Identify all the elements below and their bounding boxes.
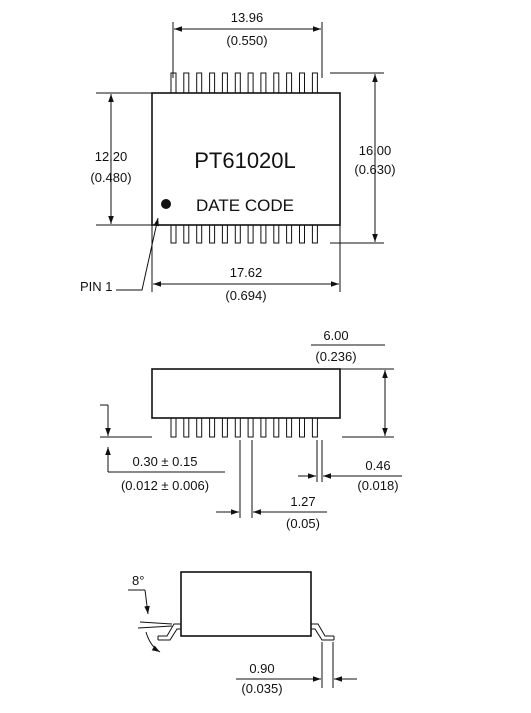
pin-top (299, 72, 305, 94)
pin-top (196, 72, 203, 94)
dim-width-mm: 13.96 (231, 10, 264, 25)
dim-lead-width-mm: 0.46 (365, 458, 390, 473)
bottom-pin-row (170, 224, 318, 244)
dim-standoff-in: (0.012 ± 0.006) (121, 478, 209, 493)
pin-bottom (311, 224, 318, 244)
pin-bottom (260, 224, 267, 244)
pin-bottom (299, 224, 305, 244)
pin-top (286, 72, 293, 94)
pin1-label: PIN 1 (80, 279, 113, 294)
dim-pitch-in: (0.05) (286, 516, 320, 531)
angle-label: 8° (132, 573, 144, 588)
dim-pitch-mm: 1.27 (290, 494, 315, 509)
dim-body-height-in: (0.236) (315, 349, 356, 364)
pin-side (209, 417, 216, 438)
end-view: 8° 0.90 (0.035) (128, 571, 357, 696)
pin-side (286, 417, 293, 438)
top-pin-row (170, 72, 318, 94)
pin-bottom (196, 224, 203, 244)
pin-bottom (183, 224, 190, 244)
dim-overall-width-mm: 17.62 (230, 265, 263, 280)
dim-overall-width-in: (0.694) (225, 288, 266, 303)
pin-side (260, 417, 267, 438)
pin-top (247, 72, 254, 94)
package-body-end (180, 571, 312, 637)
side-view: 6.00 (0.236) 0.30 ± 0.15 (0.012 ± 0.006)… (100, 328, 402, 531)
pin-side (299, 417, 305, 438)
pin-top (221, 72, 228, 94)
pin-bottom (221, 224, 228, 244)
dim-foot-length-in: (0.035) (241, 681, 282, 696)
dim-height-mm: 12.20 (95, 149, 128, 164)
pin1-dot (161, 199, 171, 209)
package-body-top (151, 92, 341, 226)
pin-side (247, 417, 254, 438)
side-pin-row (170, 417, 318, 438)
pin-side (221, 417, 228, 438)
pin-top (234, 72, 241, 94)
dim-overall-height-in: (0.630) (354, 162, 395, 177)
pin-bottom (273, 224, 280, 244)
pin-side (196, 417, 203, 438)
pin1-leader (116, 217, 159, 291)
pin-side (234, 417, 241, 438)
date-code-label: DATE CODE (196, 196, 294, 215)
pin-side (183, 417, 190, 438)
pin-bottom (209, 224, 216, 244)
pin-bottom (247, 224, 254, 244)
top-view: PT61020L DATE CODE 13.96 (0.550) 12.20 (… (80, 10, 396, 303)
pin-bottom (286, 224, 293, 244)
dim-standoff-mm: 0.30 ± 0.15 (133, 454, 198, 469)
pin-side (170, 417, 177, 438)
package-body-side (151, 368, 341, 419)
pin-top (260, 72, 267, 94)
left-lead (157, 623, 181, 641)
dim-width-in: (0.550) (226, 33, 267, 48)
pin-top (209, 72, 216, 94)
pin-top (183, 72, 190, 94)
pin-bottom (170, 224, 177, 244)
pin-top (273, 72, 280, 94)
pin-side (311, 417, 318, 438)
right-lead (311, 623, 335, 641)
pin-side (273, 417, 280, 438)
part-number: PT61020L (194, 148, 296, 173)
dim-foot-length-mm: 0.90 (249, 661, 274, 676)
pin-bottom (234, 224, 241, 244)
pin-top (311, 72, 318, 94)
dim-overall-height-mm: 16.00 (359, 143, 392, 158)
dim-height-in: (0.480) (90, 170, 131, 185)
dim-lead-width-in: (0.018) (357, 478, 398, 493)
dim-body-height-mm: 6.00 (323, 328, 348, 343)
